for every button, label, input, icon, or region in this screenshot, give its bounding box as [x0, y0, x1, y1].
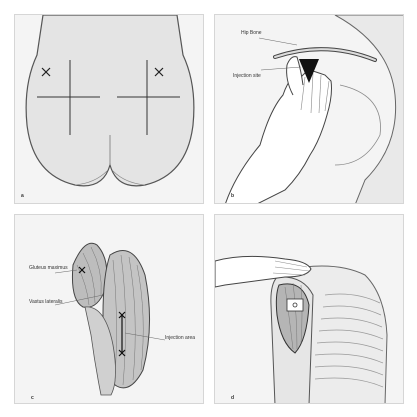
- injection-site-box: [287, 299, 303, 311]
- deltoid-illustration: [215, 215, 404, 404]
- panel-buttocks-quadrants: a: [14, 14, 204, 204]
- hip-hand-illustration: [215, 15, 404, 204]
- label-vastus: Vastus lateralis: [29, 299, 63, 305]
- panel-thigh-muscles: Gluteus maximus Vastus lateralis Injecti…: [14, 214, 204, 404]
- panel-letter-b: b: [231, 193, 234, 199]
- label-hip-bone: Hip Bone: [241, 30, 262, 36]
- label-injection-site: Injection site: [233, 73, 261, 79]
- panel-letter-a: a: [21, 193, 24, 199]
- thigh-muscles-illustration: [15, 215, 204, 404]
- hip-body-outline: [335, 15, 404, 204]
- hip-bone-leader: [259, 38, 297, 45]
- hand-palm: [225, 71, 332, 204]
- label-gluteus: Gluteus maximus: [29, 265, 68, 271]
- label-injection-area: Injection area: [165, 335, 195, 341]
- panel-deltoid: d: [214, 214, 404, 404]
- buttocks-illustration: [15, 15, 204, 204]
- panel-letter-d: d: [231, 395, 234, 401]
- panel-ventrogluteal: Hip Bone Injection site b: [214, 14, 404, 204]
- panel-letter-c: c: [31, 395, 34, 401]
- pelvis-contour: [335, 85, 381, 165]
